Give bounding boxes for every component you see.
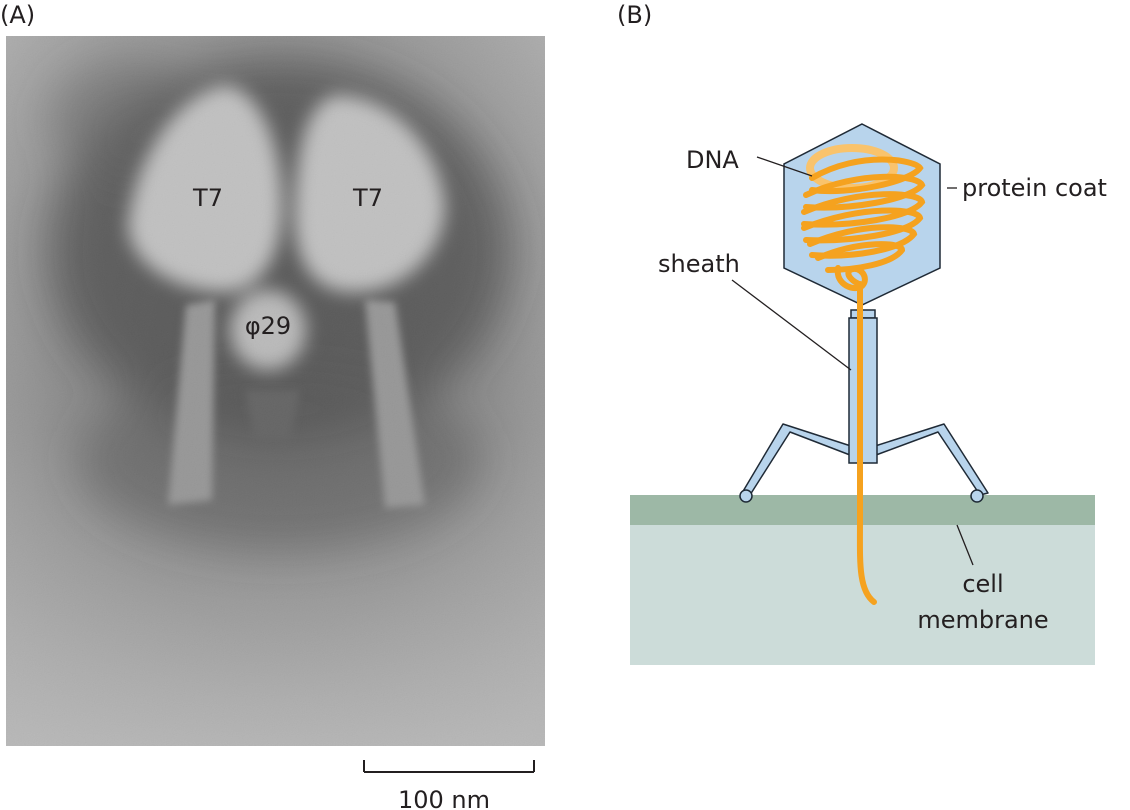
phi29-label: φ29 (245, 312, 291, 340)
micrograph (6, 36, 545, 746)
sheath-label: sheath (658, 250, 740, 278)
scale-bar (363, 760, 535, 773)
dna-label: DNA (686, 146, 739, 174)
protein-coat-label: protein coat (962, 174, 1107, 202)
scale-bar-label: 100 nm (398, 786, 490, 810)
membrane-label: membrane (917, 606, 1048, 634)
panel-b-label: (B) (617, 1, 653, 29)
panel-a-label: (A) (0, 1, 36, 29)
left-t7-label: T7 (192, 184, 223, 212)
cell-label: cell (962, 570, 1003, 598)
right-t7-label: T7 (352, 184, 383, 212)
leader-lines (731, 156, 974, 566)
dna (801, 144, 926, 605)
